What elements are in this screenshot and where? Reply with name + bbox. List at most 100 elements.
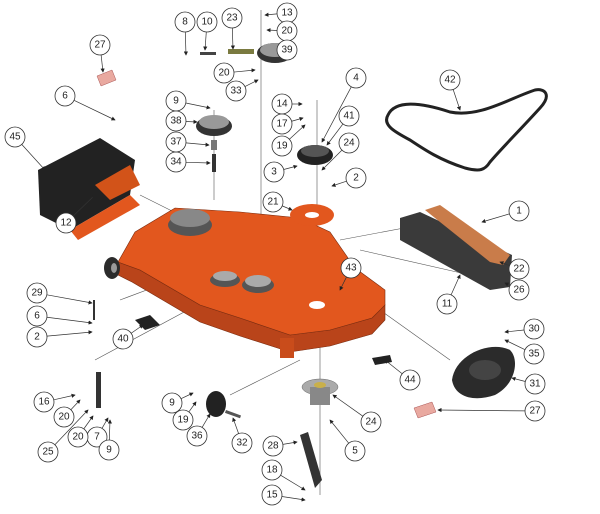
callout-number: 34 [170,157,182,168]
leader-line-19 [289,124,306,140]
callout-circle [271,113,293,135]
callout-24: 24 [360,411,382,433]
leader-line-38 [185,119,198,124]
callout-number: 8 [182,17,188,28]
linkage-arm [96,372,101,408]
callout-20: 20 [276,20,298,42]
callout-number: 37 [170,137,182,148]
leader-line-6 [46,316,93,325]
callout-36: 36 [186,425,208,447]
callout-number: 23 [226,13,238,24]
callout-number: 38 [170,116,182,127]
callout-5: 5 [344,440,366,462]
callout-20: 20 [53,406,75,428]
callout-circle [508,258,530,280]
spring-23 [228,49,254,54]
leader-line-27 [100,54,105,73]
spindle-cover [452,346,515,399]
callout-number: 45 [9,132,21,143]
callout-27: 27 [89,34,111,56]
leader-line-41 [326,123,344,146]
callout-number: 14 [276,99,288,110]
deck-pulleys [210,271,274,293]
pulley-41 [297,145,333,165]
callout-circle [262,191,284,213]
leader-line-12 [72,194,96,217]
callout-circle [508,200,530,222]
spindle-assembly [301,378,339,405]
leader-line-2 [46,330,93,337]
callout-circle [436,293,458,315]
deck-spindle-left [168,209,212,236]
callout-circle [53,406,75,428]
leader-line-20 [70,399,81,410]
gauge-wheel [206,391,242,419]
callout-circle [231,432,253,454]
callout-circle [37,441,59,463]
drive-belt [385,88,548,172]
callout-number: 22 [513,264,525,275]
callout-circle [174,11,196,33]
leader-line-18 [280,474,306,491]
leader-line-34 [185,160,211,165]
callout-number: 19 [276,141,288,152]
callout-9: 9 [165,90,187,112]
callout-circle [186,425,208,447]
leader-line-16 [53,393,76,401]
callout-number: 36 [191,431,203,442]
baffle-plate [400,212,512,290]
assembly-guide-lines [94,10,471,495]
callout-44: 44 [399,369,421,391]
callout-circle [165,110,187,132]
callout-14: 14 [271,93,293,115]
callout-number: 13 [281,8,293,19]
leader-line-24 [321,149,343,171]
callout-26: 26 [508,279,530,301]
callout-19: 19 [271,135,293,157]
callout-circle [26,282,48,304]
callout-number: 9 [106,445,112,456]
callout-number: 16 [38,397,50,408]
callout-13: 13 [276,2,298,24]
bracket-top [96,69,117,87]
leader-line-44 [384,359,403,375]
callout-number: 15 [266,490,278,501]
callout-circle [439,69,461,91]
leader-line-8 [183,31,188,56]
callout-circle [261,459,283,481]
callout-18: 18 [261,459,283,481]
callout-29: 29 [26,282,48,304]
leader-line-43 [339,276,347,291]
leader-line-24 [332,394,364,417]
callout-circle [98,439,120,461]
callout-number: 29 [31,288,43,299]
leader-line-11 [450,274,461,296]
bracket-bottom [413,401,437,419]
callout-circle [345,67,367,89]
callout-9: 9 [161,392,183,414]
callout-45: 45 [4,126,26,148]
leader-line-4 [321,86,352,143]
callout-42: 42 [439,69,461,91]
callout-circle [4,126,26,148]
leader-line-17 [291,116,304,122]
callout-number: 20 [72,432,84,443]
callout-number: 9 [173,96,179,107]
callout-circle [196,11,218,33]
callout-number: 40 [117,334,129,345]
leader-line-2 [331,180,347,187]
leader-line-6 [73,100,116,121]
callout-circle [89,34,111,56]
callout-number: 27 [529,406,541,417]
callout-circle [523,343,545,365]
leader-line-22 [499,261,510,266]
callout-41: 41 [338,105,360,127]
leader-line-21 [282,205,293,211]
pulley-plate [290,204,334,226]
callout-circle [161,392,183,414]
callout-33: 33 [225,80,247,102]
callout-number: 2 [34,332,40,343]
callout-2: 2 [345,167,367,189]
callout-number: 25 [42,447,54,458]
